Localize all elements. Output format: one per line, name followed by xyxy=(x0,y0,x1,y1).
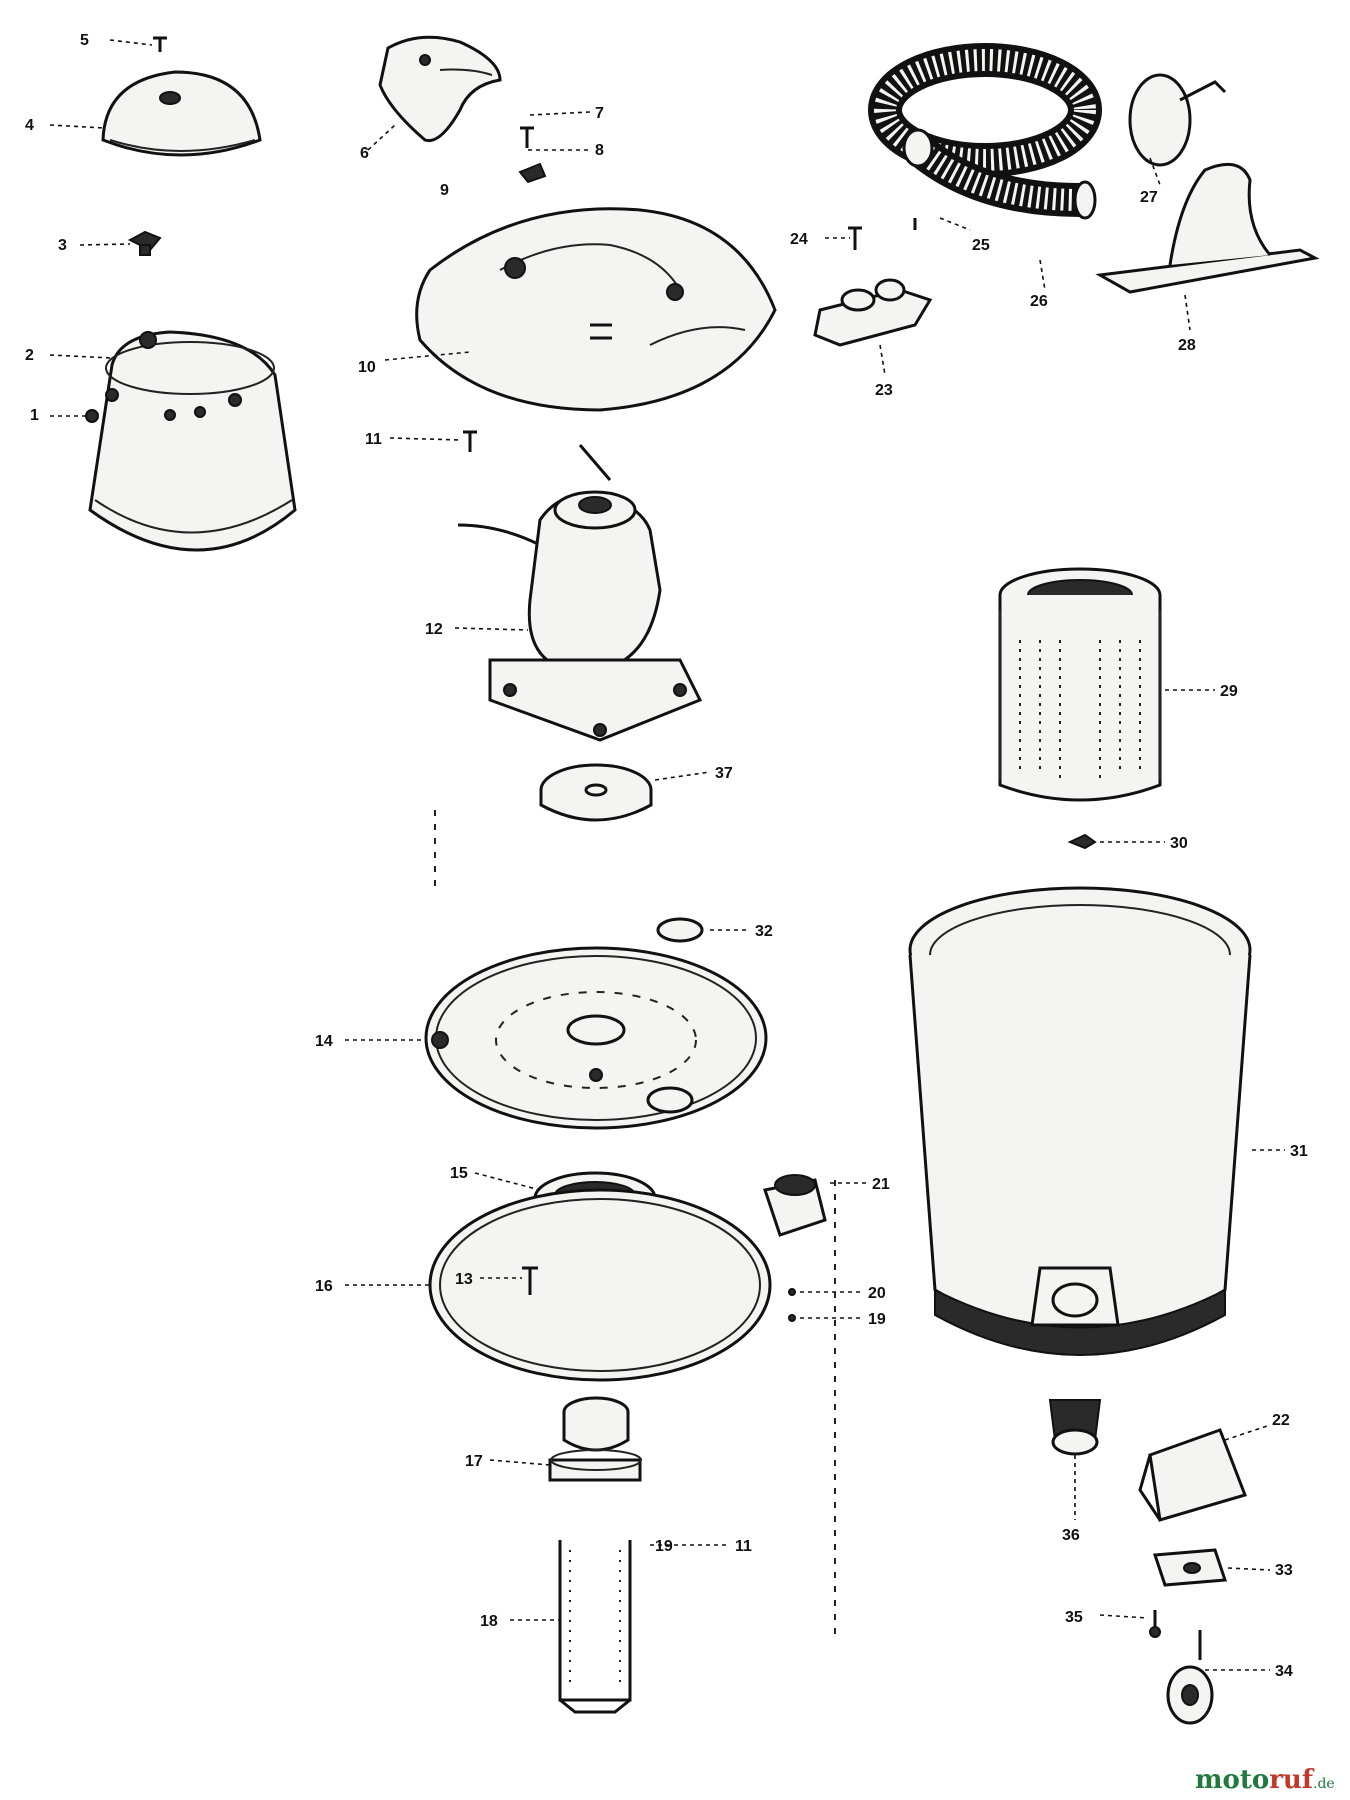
callout-28: 28 xyxy=(1178,337,1196,354)
screw-11 xyxy=(463,430,477,452)
callout-11: 11 xyxy=(365,431,382,448)
callout-14: 14 xyxy=(315,1033,333,1050)
caster-plate xyxy=(1152,1548,1228,1587)
callout-22: 22 xyxy=(1272,1412,1290,1429)
leader-lines xyxy=(49,39,1285,1671)
callout-2: 2 xyxy=(25,347,34,364)
callout-36: 36 xyxy=(1062,1527,1080,1544)
float-cage xyxy=(558,1540,632,1714)
callout-3: 3 xyxy=(58,237,67,254)
watermark-part3: .de xyxy=(1313,1776,1335,1792)
caster-housing xyxy=(1138,1428,1247,1522)
clip-8 xyxy=(518,162,547,184)
filter-disc xyxy=(428,1188,772,1382)
small-ring xyxy=(656,917,704,943)
watermark: motoruf.de xyxy=(1195,1765,1335,1795)
washer-19 xyxy=(788,1314,796,1322)
screw-7 xyxy=(520,126,534,148)
lid-plate xyxy=(415,207,777,412)
drum xyxy=(908,886,1252,1356)
callout-31: 31 xyxy=(1290,1143,1308,1160)
callout-11b: 11 xyxy=(735,1538,752,1555)
callout-29: 29 xyxy=(1220,683,1238,700)
callout-19a: 19 xyxy=(655,1538,673,1555)
watermark-part1: moto xyxy=(1195,1765,1269,1795)
callout-12: 12 xyxy=(425,621,443,638)
callout-19: 19 xyxy=(868,1311,886,1328)
washer-20 xyxy=(788,1288,796,1296)
callout-35: 35 xyxy=(1065,1609,1083,1626)
caster-wheel xyxy=(1166,1630,1214,1725)
callout-26: 26 xyxy=(1030,293,1048,310)
callout-27: 27 xyxy=(1140,189,1158,206)
motor-cover xyxy=(88,330,297,552)
screw-35 xyxy=(1149,1610,1161,1638)
callout-6: 6 xyxy=(360,145,369,162)
screw-24 xyxy=(848,218,917,250)
screw-13 xyxy=(522,1266,538,1295)
callout-37: 37 xyxy=(715,765,733,782)
switch-box xyxy=(813,278,933,347)
callout-24: 24 xyxy=(790,231,808,248)
callout-18: 18 xyxy=(480,1613,498,1630)
callout-34: 34 xyxy=(1275,1663,1293,1680)
dome-cap xyxy=(101,70,262,157)
svg-text:motoruf.de: motoruf.de xyxy=(1195,1765,1335,1795)
gasket-disc xyxy=(539,763,653,822)
drain-plug xyxy=(1048,1399,1102,1456)
fastener-1 xyxy=(85,409,99,423)
cap-screw xyxy=(153,36,167,52)
floor-nozzle xyxy=(1095,162,1320,294)
callout-21: 21 xyxy=(872,1176,890,1193)
callout-labels: 5 4 3 2 1 6 7 8 9 10 11 12 37 32 14 15 1… xyxy=(25,32,1308,1680)
cartridge-filter xyxy=(998,567,1162,802)
callout-4: 4 xyxy=(25,117,34,134)
callout-16: 16 xyxy=(315,1278,333,1295)
wing-nut xyxy=(127,230,162,256)
callout-8: 8 xyxy=(595,142,604,159)
nut-30 xyxy=(1067,833,1097,850)
callout-15: 15 xyxy=(450,1165,468,1182)
callout-17: 17 xyxy=(465,1453,483,1470)
callout-23: 23 xyxy=(875,382,893,399)
hose-clip xyxy=(1128,73,1227,167)
motor-base-plate xyxy=(424,946,768,1130)
callout-33: 33 xyxy=(1275,1562,1293,1579)
float-valve xyxy=(548,1396,642,1482)
hose xyxy=(868,43,1102,220)
callout-25: 25 xyxy=(972,237,990,254)
callout-30: 30 xyxy=(1170,835,1188,852)
callout-1: 1 xyxy=(30,407,39,424)
motor-assembly xyxy=(457,444,703,742)
handle xyxy=(378,35,502,143)
hose-adapter xyxy=(763,1174,827,1237)
callout-10: 10 xyxy=(358,359,376,376)
callout-20: 20 xyxy=(868,1285,886,1302)
callout-9: 9 xyxy=(440,182,449,199)
callout-5: 5 xyxy=(80,32,89,49)
callout-32: 32 xyxy=(755,923,773,940)
watermark-part2: ruf xyxy=(1269,1765,1315,1795)
callout-13: 13 xyxy=(455,1271,473,1288)
callout-7: 7 xyxy=(595,105,604,122)
